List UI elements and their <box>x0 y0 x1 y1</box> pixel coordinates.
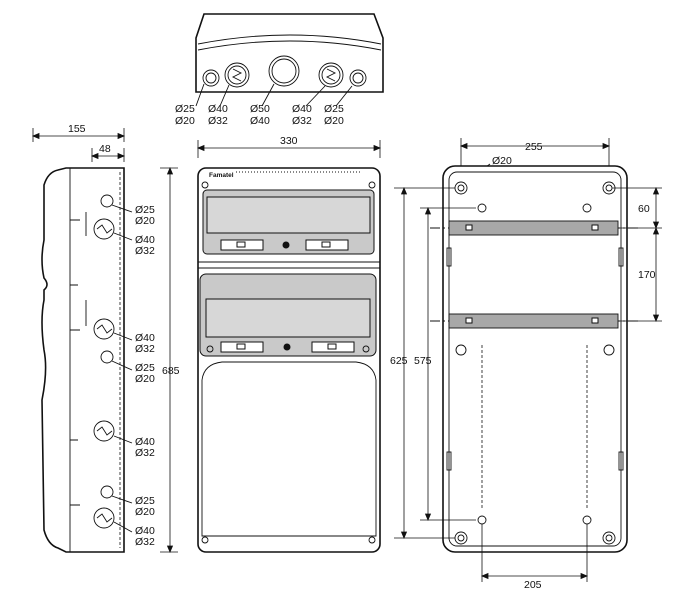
dimension-inner-height <box>420 206 476 522</box>
side-gland-7 <box>93 507 115 529</box>
dimension-outer-height <box>394 186 455 540</box>
din-rail-upper <box>448 220 619 236</box>
side-gland-4 <box>100 350 114 364</box>
dimension-top-offset <box>612 186 662 230</box>
din-rail-lower <box>448 313 619 329</box>
module-window-upper <box>202 189 375 255</box>
dimension-bottom-spacing <box>480 524 589 582</box>
dimension-outer-height-label: 625 <box>390 355 408 367</box>
dimension-offset <box>90 148 126 162</box>
dimension-width <box>196 140 382 158</box>
side-gland-6 <box>100 485 114 499</box>
dimension-depth-label: 155 <box>68 123 86 135</box>
dimension-top-offset-label: 60 <box>638 203 650 215</box>
top-gland-medium-right <box>318 62 344 88</box>
brand-label: Famatel <box>209 172 234 179</box>
side-gland-5 <box>93 420 115 442</box>
side-gland-1 <box>100 194 114 208</box>
top-gland-small-left <box>202 69 220 87</box>
top-gland-large-center <box>268 55 300 87</box>
module-window-lower <box>199 273 377 357</box>
back-mounting-holes <box>454 181 616 545</box>
side-gland-2 <box>93 218 115 240</box>
dimension-hole-spacing-label: 255 <box>525 141 543 153</box>
top-gland-medium-left <box>224 62 250 88</box>
side-gland-3 <box>93 318 115 340</box>
dimension-rail-spacing <box>620 226 662 323</box>
dimension-width-label: 330 <box>280 135 298 147</box>
dimension-depth <box>31 128 126 142</box>
dimension-inner-height-label: 575 <box>414 355 432 367</box>
dimension-offset-label: 48 <box>99 143 111 155</box>
hole-diameter-label: Ø20 <box>492 155 512 167</box>
dimension-height <box>160 166 178 554</box>
back-view: 255 Ø20 <box>390 138 662 591</box>
dimension-bottom-spacing-label: 205 <box>524 579 542 591</box>
dimension-rail-spacing-label: 170 <box>638 269 656 281</box>
dimension-height-label: 685 <box>162 365 180 377</box>
front-view: 330 Famatel <box>196 135 382 553</box>
top-gland-small-right <box>349 69 367 87</box>
